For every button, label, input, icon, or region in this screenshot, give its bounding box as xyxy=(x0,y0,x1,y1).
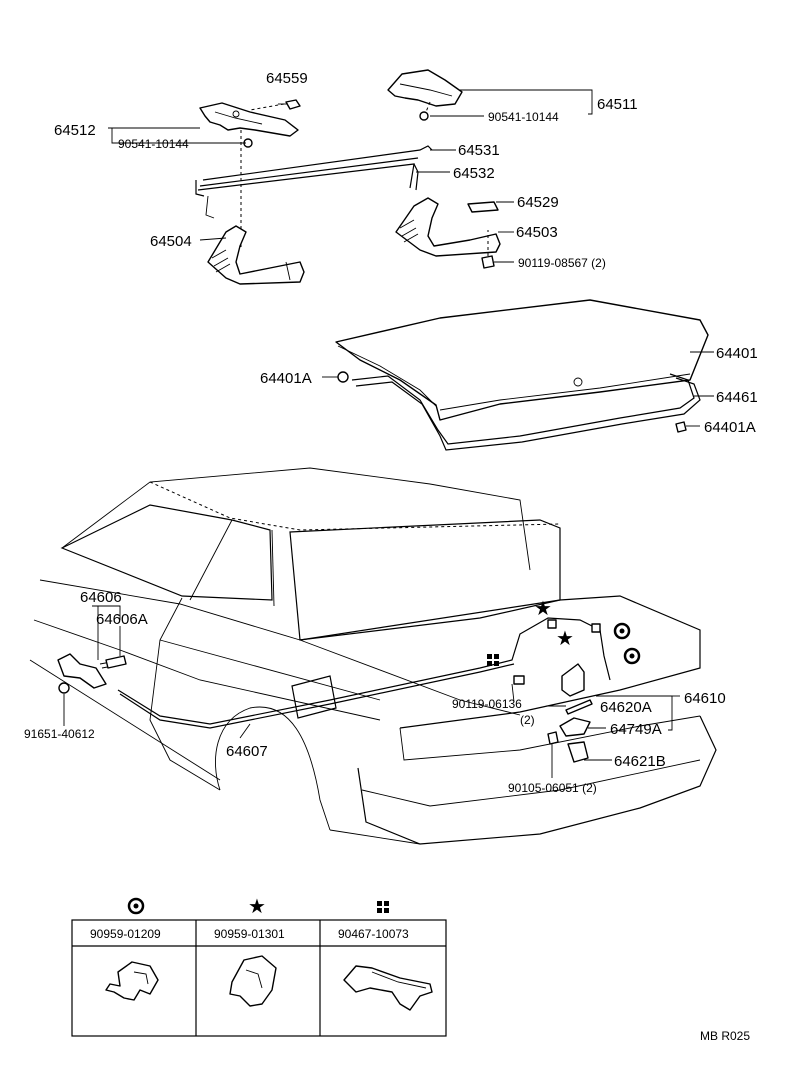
trunk-lid xyxy=(335,299,709,451)
label-64401A-left: 64401A xyxy=(260,370,312,387)
release-lever-64606 xyxy=(57,653,107,689)
rear-window xyxy=(289,519,561,641)
torsion-bar-64532 xyxy=(195,163,415,197)
label-64606A: 64606A xyxy=(96,611,148,628)
nut-right xyxy=(419,111,429,121)
clip-circle-icon xyxy=(127,897,145,915)
label-90119-06136-qty: (2) xyxy=(520,713,535,727)
label-64607: 64607 xyxy=(226,743,268,760)
label-90119-06136: 90119-06136 xyxy=(452,697,522,711)
hinge-bracket-right xyxy=(387,69,463,107)
label-64749A: 64749A xyxy=(610,721,662,738)
clip-circle-icon xyxy=(613,622,631,640)
label-90105-06051: 90105-06051 (2) xyxy=(508,781,597,795)
lock-rod-64620A xyxy=(565,699,593,715)
cable-64607 xyxy=(117,617,611,725)
legend-part-col1: 90959-01209 xyxy=(90,927,161,941)
label-64620A: 64620A xyxy=(600,699,652,716)
bumper-64401A-left xyxy=(337,371,349,383)
label-64401A-right: 64401A xyxy=(704,419,756,436)
screw-91651 xyxy=(58,682,70,694)
star-icon: ★ xyxy=(556,626,574,650)
legend-table: ★ 90959-01209 90959-01301 90467-10073 xyxy=(71,894,447,1037)
cable-clamp-star xyxy=(547,619,557,629)
label-64621B: 64621B xyxy=(614,753,666,770)
label-64610: 64610 xyxy=(684,690,726,707)
label-64559: 64559 xyxy=(266,70,308,87)
car-body xyxy=(29,467,717,845)
label-64512: 64512 xyxy=(54,122,96,139)
lock-64610 xyxy=(561,663,585,697)
star-icon: ★ xyxy=(534,596,552,620)
clip-drawing-90959-01301 xyxy=(229,955,277,1007)
bolt-90119-08567 xyxy=(481,255,495,269)
label-90541-right: 90541-10144 xyxy=(488,110,559,124)
four-squares-icon xyxy=(487,654,499,666)
legend-part-col3: 90467-10073 xyxy=(338,927,409,941)
four-squares-icon xyxy=(377,901,389,913)
weatherstrip-64461 xyxy=(351,373,695,445)
leader-lines xyxy=(63,89,714,778)
label-64504: 64504 xyxy=(150,233,192,250)
bolt-64559 xyxy=(285,99,301,110)
striker-64621B xyxy=(567,741,589,763)
star-icon: ★ xyxy=(248,894,266,918)
label-64606: 64606 xyxy=(80,589,122,606)
label-90541-left: 90541-10144 xyxy=(118,137,189,151)
hinge-bracket-left xyxy=(199,102,299,137)
trunk-lid-panel xyxy=(335,299,709,421)
clip-drawing-90959-01209 xyxy=(105,961,159,1001)
hinge-arm-left xyxy=(207,225,305,285)
label-64401: 64401 xyxy=(716,345,758,362)
label-64511: 64511 xyxy=(597,96,638,113)
cable-clamp-circle xyxy=(591,623,601,633)
bumper-64401A-right xyxy=(675,421,687,433)
label-91651-40612: 91651-40612 xyxy=(24,727,95,741)
clip-circle-icon xyxy=(623,647,641,665)
rear-bumper xyxy=(357,715,717,845)
bolt-90105 xyxy=(547,731,559,745)
stopper-64529 xyxy=(467,201,499,213)
label-64461: 64461 xyxy=(716,389,758,406)
opener-cable: ★ ★ xyxy=(57,596,641,763)
label-64529: 64529 xyxy=(517,194,559,211)
trunk-deck xyxy=(299,595,701,729)
spring-64606A xyxy=(105,655,127,669)
hinge-arm-right xyxy=(395,197,501,257)
roof-outline xyxy=(61,467,531,571)
label-64503: 64503 xyxy=(516,224,558,241)
legend-part-col2: 90959-01301 xyxy=(214,927,285,941)
label-64532: 64532 xyxy=(453,165,495,182)
part-labels: 64559 64512 90541-10144 64511 90541-1014… xyxy=(24,70,758,795)
cable-clamp-90119 xyxy=(513,675,525,685)
label-64531: 64531 xyxy=(458,142,500,159)
cover-64749A xyxy=(559,717,591,737)
diagram-code: MB R025 xyxy=(700,1029,750,1043)
clip-drawing-90467-10073 xyxy=(343,965,433,1011)
hinge-assembly xyxy=(195,69,501,285)
label-90119-08567: 90119-08567 (2) xyxy=(518,256,606,270)
torsion-bar-64531 xyxy=(202,145,433,181)
side-window xyxy=(60,504,273,601)
